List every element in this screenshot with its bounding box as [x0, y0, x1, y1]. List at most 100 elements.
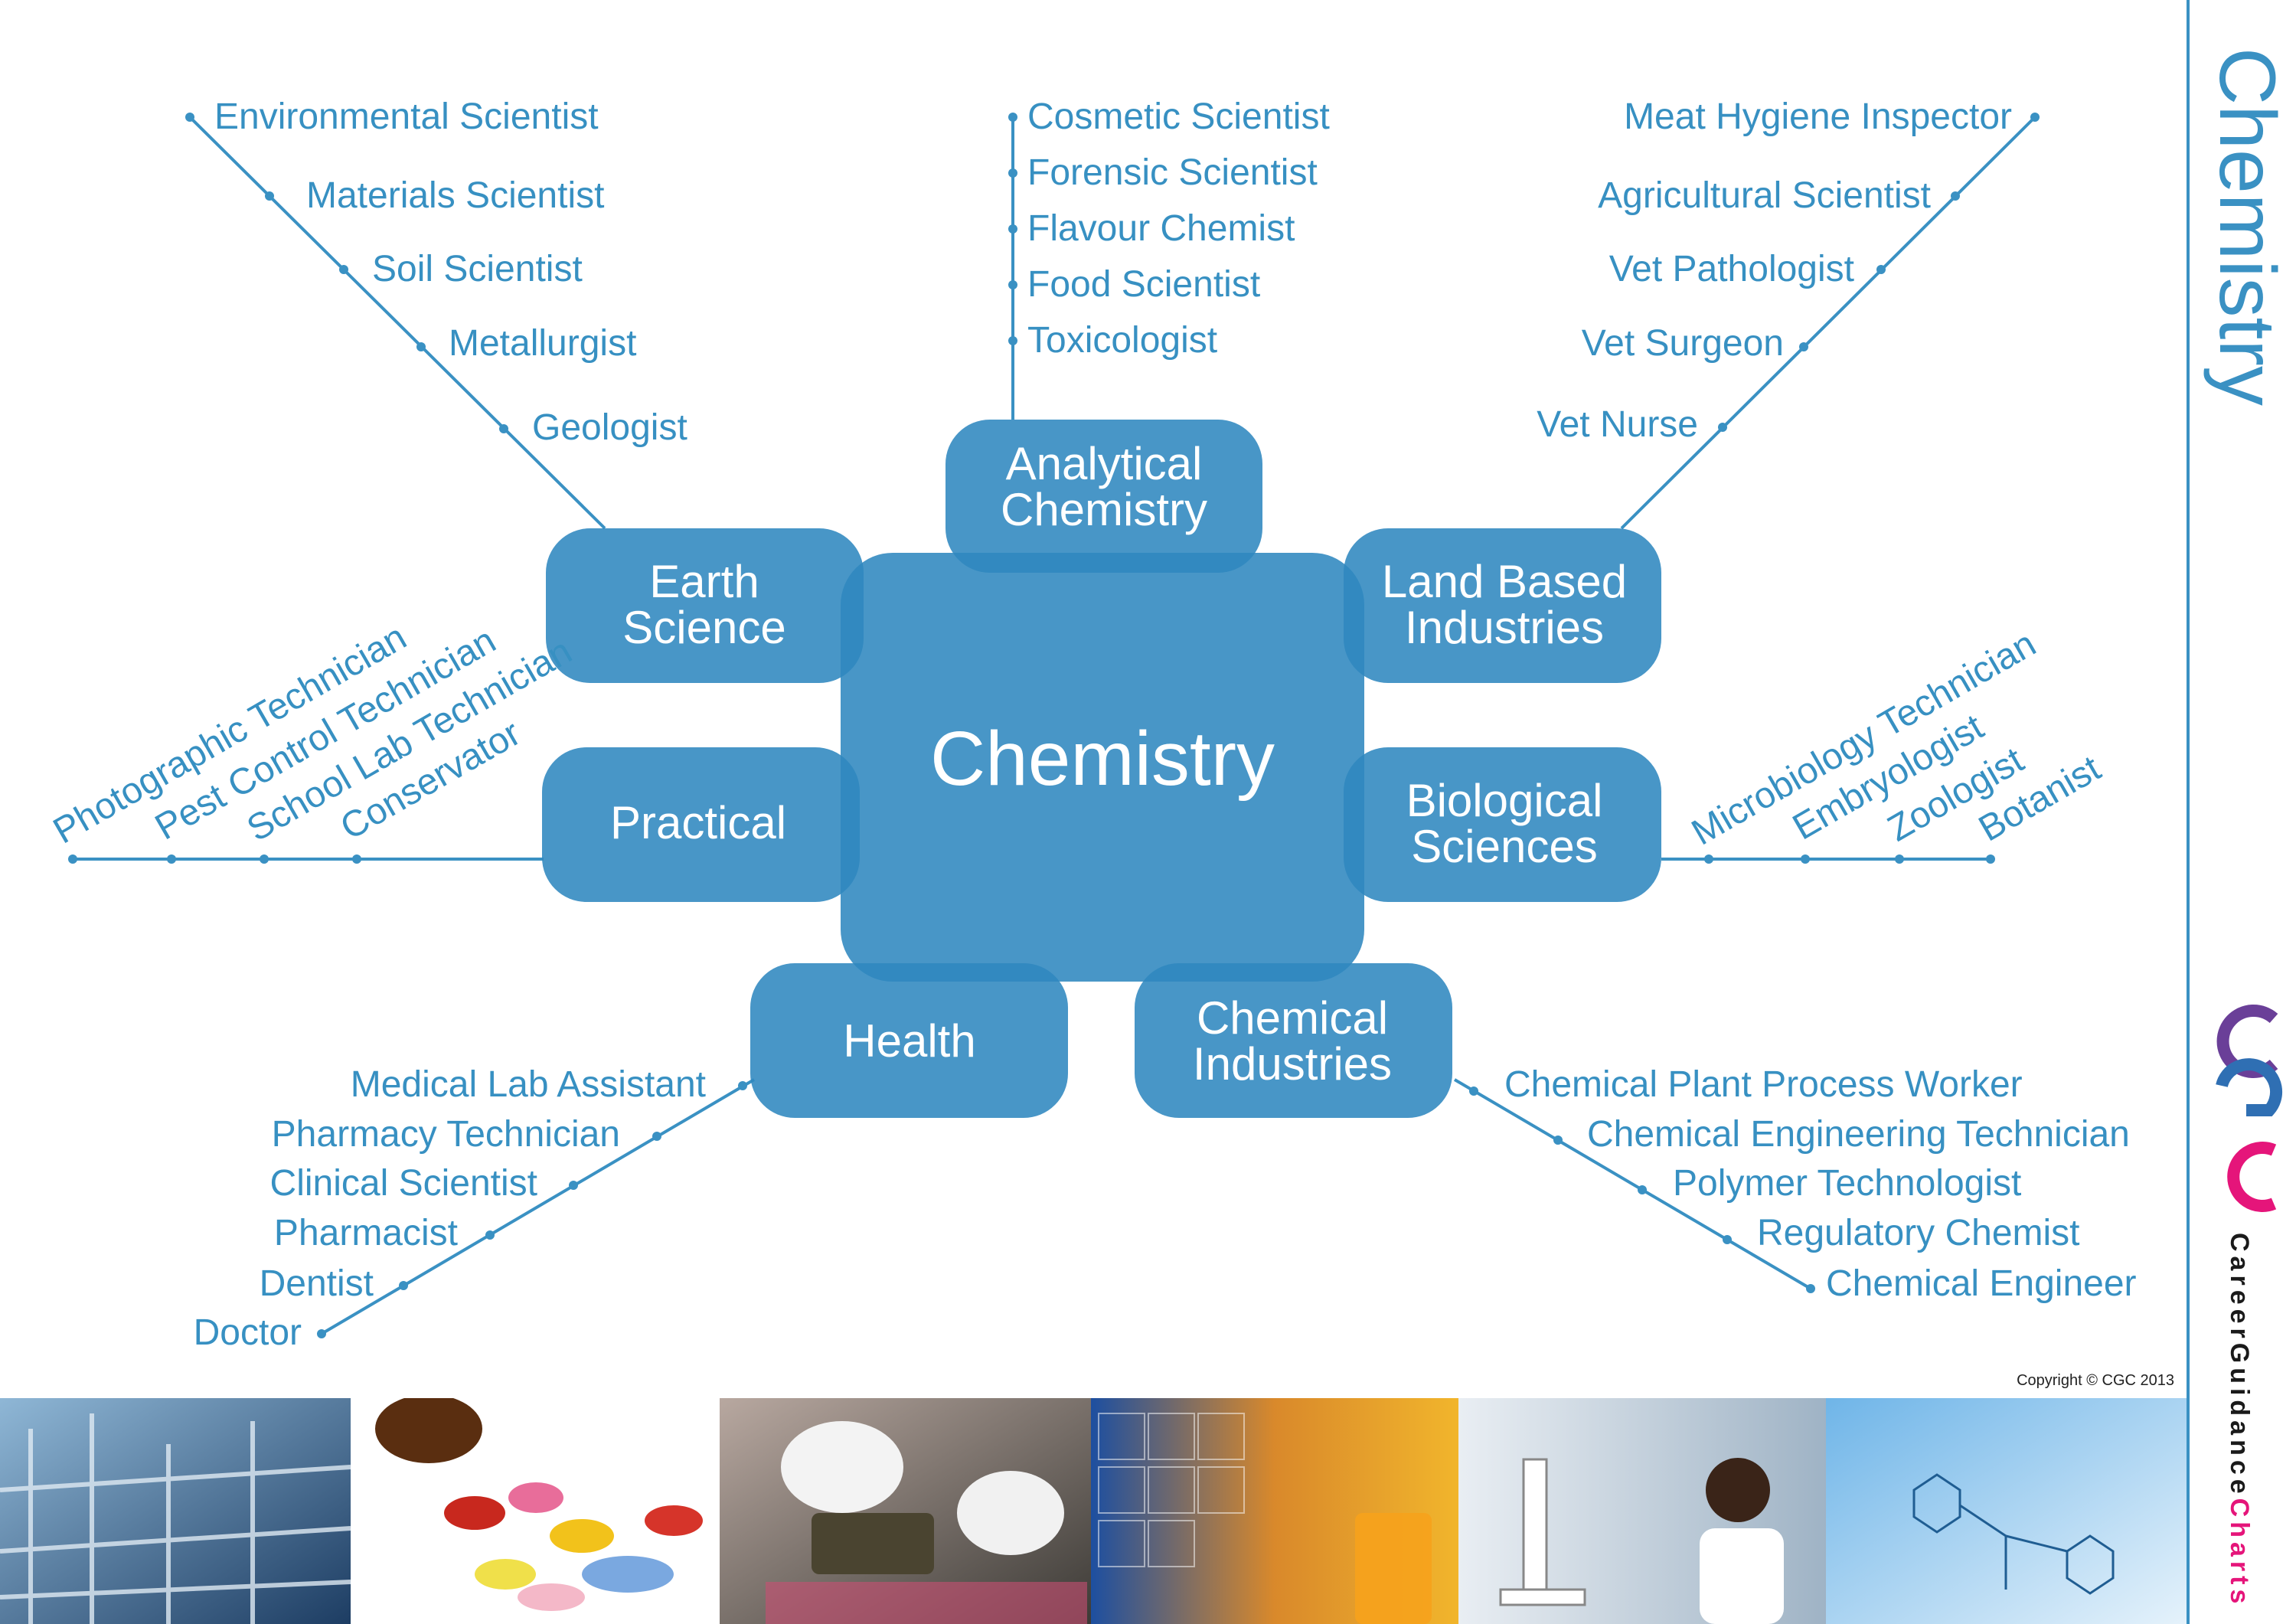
pills-photo [351, 1398, 720, 1624]
dot [1008, 280, 1017, 289]
career-label: Forensic Scientist [1027, 152, 1318, 193]
gloved-hands-photo [720, 1398, 1091, 1624]
career-label: Chemical Plant Process Worker [1504, 1064, 2023, 1105]
career-label: Food Scientist [1027, 264, 1260, 305]
career-label: Medical Lab Assistant [351, 1064, 706, 1105]
brand-name-part2: Charts [2225, 1498, 2254, 1609]
dot [317, 1329, 326, 1338]
chemical-box [1135, 963, 1452, 1118]
practical-label: Practical [610, 797, 786, 848]
dot [265, 191, 274, 201]
industrial-plant-photo [0, 1398, 351, 1624]
chemical-careers: Chemical Plant Process Worker Chemical E… [1504, 1064, 2137, 1304]
dot [1008, 336, 1017, 345]
dot [738, 1081, 747, 1090]
dot [339, 265, 348, 274]
dot [1704, 854, 1713, 864]
dot [260, 854, 269, 864]
center-box [841, 553, 1364, 982]
career-label: Materials Scientist [306, 175, 604, 216]
brand-logo-area: CareerGuidanceCharts [2199, 1003, 2291, 1616]
dot [68, 854, 77, 864]
dot [1723, 1235, 1732, 1244]
dot [1008, 168, 1017, 178]
brand-name: CareerGuidanceCharts [2225, 1233, 2254, 1608]
practical-careers: Photographic Technician Pest Control Tec… [47, 617, 579, 852]
dot [652, 1132, 661, 1141]
earth-label-1: Earth [649, 556, 759, 607]
dot [499, 424, 508, 433]
sidebar-divider [2187, 0, 2190, 1624]
career-label: Doctor [194, 1312, 302, 1353]
connector-dots [68, 113, 2040, 1338]
dot [485, 1230, 495, 1240]
dot [569, 1181, 578, 1190]
earth-connector [188, 116, 606, 530]
sidebar-title: Chemistry [2203, 47, 2291, 406]
career-label: Chemical Engineering Technician [1587, 1114, 2130, 1155]
dot [167, 854, 176, 864]
dot [1008, 113, 1017, 122]
career-label: Polymer Technologist [1673, 1163, 2021, 1204]
dot [1718, 423, 1727, 432]
career-label: Agricultural Scientist [1598, 175, 1931, 216]
connector-lines [73, 113, 2036, 1335]
dot [416, 342, 426, 351]
brand-logo: CareerGuidanceCharts [2216, 1005, 2283, 1608]
career-label: Cosmetic Scientist [1027, 96, 1330, 137]
career-label: Flavour Chemist [1027, 208, 1295, 249]
career-label: Chemical Engineer [1826, 1263, 2137, 1304]
center-title: Chemistry [930, 716, 1275, 802]
career-label: Geologist [532, 407, 687, 448]
analytical-label-2: Chemistry [1001, 484, 1207, 535]
dot [1008, 224, 1017, 234]
career-label: Soil Scientist [372, 249, 583, 289]
career-label: Vet Nurse [1537, 404, 1698, 445]
brand-name-part1: CareerGuidance [2225, 1233, 2254, 1498]
earth-box [546, 528, 864, 683]
dot [1799, 342, 1808, 351]
dot [1553, 1135, 1563, 1145]
dot [352, 854, 361, 864]
biological-box [1344, 747, 1661, 902]
dot [399, 1281, 408, 1290]
molecule-structure-photo [1826, 1398, 2187, 1624]
health-careers: Medical Lab Assistant Pharmacy Technicia… [194, 1064, 706, 1353]
career-label: Pharmacist [274, 1213, 458, 1253]
career-label: Regulatory Chemist [1757, 1213, 2080, 1253]
health-box [750, 963, 1068, 1118]
career-label: Toxicologist [1027, 320, 1217, 361]
dot [1801, 854, 1810, 864]
biological-label-2: Sciences [1411, 821, 1597, 872]
dot [1806, 1284, 1815, 1293]
biological-label-1: Biological [1406, 775, 1603, 826]
career-label: Clinical Scientist [270, 1163, 537, 1204]
career-label: Vet Pathologist [1609, 249, 1854, 289]
land-label-2: Industries [1405, 602, 1604, 653]
career-label: Dentist [260, 1263, 374, 1304]
chemical-connector [1453, 1078, 1812, 1290]
mind-map: Chemistry Analytical Chemistry Earth Sci… [47, 96, 2137, 1353]
photo-strip [0, 1398, 2187, 1624]
dot [185, 113, 194, 122]
dot [1986, 854, 1995, 864]
land-careers: Meat Hygiene Inspector Agricultural Scie… [1537, 96, 2012, 445]
land-connector [1620, 116, 2036, 530]
dot [1895, 854, 1904, 864]
land-label-1: Land Based [1382, 556, 1627, 607]
career-label: Vet Surgeon [1582, 323, 1784, 364]
earth-label-2: Science [622, 602, 785, 653]
career-label: Metallurgist [449, 323, 636, 364]
career-label: Environmental Scientist [214, 96, 599, 137]
svg-text:CareerGuidanceCharts: CareerGuidanceCharts [2225, 1233, 2254, 1608]
sidebar-title-area: Chemistry [2203, 47, 2291, 406]
lab-microscope-photo [1458, 1398, 1826, 1624]
analytical-box [946, 420, 1262, 573]
copyright-text: Copyright © CGC 2013 [2017, 1372, 2174, 1389]
career-label: Pharmacy Technician [272, 1114, 620, 1155]
chemical-label-1: Chemical [1197, 992, 1388, 1044]
practical-box [542, 747, 860, 902]
dot [1638, 1185, 1647, 1194]
career-label: Meat Hygiene Inspector [1624, 96, 2012, 137]
